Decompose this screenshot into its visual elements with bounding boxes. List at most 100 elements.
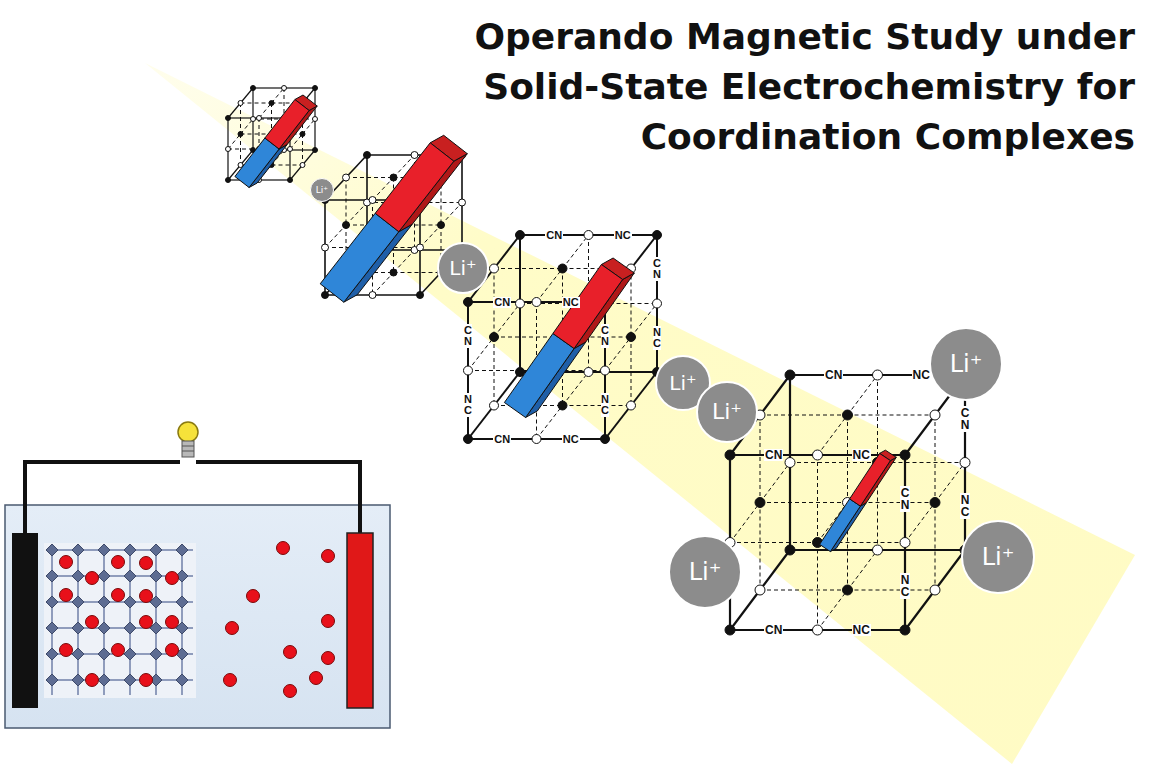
lattice-edge [253,87,284,88]
framework-line [47,549,193,551]
lattice-inner-line [240,103,241,134]
metal-site-filled [653,231,662,240]
lattice-inner-line [847,415,848,503]
lattice-inner-line [818,415,848,455]
magnet-south-face [820,499,861,552]
bridge-label: NC [852,449,871,461]
lattice-edge [905,415,935,455]
metal-site-filled [288,178,293,183]
metal-node [98,622,110,634]
metal-site-filled [464,435,473,444]
metal-site-open [930,585,940,595]
lattice-inner-line [346,178,347,226]
ion-dot [322,652,335,665]
bridge-label: NC [653,326,662,350]
framework-line [129,546,131,695]
lattice-inner-line [394,272,442,273]
framework-line [181,546,183,695]
lattice-edge [760,550,790,590]
lattice-cube [464,231,662,444]
ion-dot [284,646,297,659]
metal-site-filled [343,222,350,229]
lattice-inner-line [935,415,936,503]
metal-site-open [653,299,662,308]
metal-site-open [584,368,593,377]
metal-site-filled [900,450,910,460]
metal-node [72,570,84,582]
lattice-inner-line [494,304,520,338]
metal-site-open [343,174,350,181]
lattice-inner-line [935,503,936,591]
lattice-edge [789,375,791,463]
ion-dot [226,622,239,635]
metal-site-open [417,244,424,251]
ion-label: Li⁺ [449,258,476,278]
lattice-inner-line [817,455,818,543]
wire [25,462,180,535]
metal-node [98,596,110,608]
bridge-label: NC [562,297,580,308]
lattice-inner-line [394,250,415,273]
mof-framework [46,544,193,695]
framework-line [77,546,79,695]
metal-node [98,570,110,582]
lattice-edge [252,88,253,119]
metal-site-filled [417,292,424,299]
metal-site-open [288,147,293,152]
lattice-inner-line [877,375,878,463]
bridge-label: CN [764,624,783,636]
electrolyte-cell [5,505,390,728]
metal-node [124,674,136,686]
lattice-inner-line [240,134,241,165]
metal-node [176,544,188,556]
metal-site-filled [226,116,231,121]
metal-site-filled [226,178,231,183]
lattice-inner-line [373,273,394,296]
ion-dots [60,542,335,698]
metal-site-filled [627,333,636,342]
metal-site-open [490,401,499,410]
ion-dot [60,556,73,569]
ion-dot [322,550,335,563]
bridge-label: CN [653,257,662,281]
ion-dot [86,674,99,687]
metal-site-filled [300,132,305,137]
ion-dot [112,556,125,569]
ion-dot [60,644,73,657]
ion-dot [224,674,237,687]
lattice-inner-line [241,103,272,104]
metal-site-open [601,366,610,375]
metal-site-open [532,435,541,444]
metal-node [124,570,136,582]
metal-site-open [282,86,287,91]
metal-site-open [873,370,883,380]
metal-site-open [627,401,636,410]
metal-node [46,570,58,582]
ion-label: Li⁺ [950,352,983,376]
lattice-inner-line [302,134,303,165]
lattice-edge [227,149,228,180]
cathode [347,533,373,708]
bridge-label: NC [464,393,473,417]
lattice-inner-line [346,177,394,178]
metal-site-filled [785,370,795,380]
ion-dot [86,616,99,629]
lattice-inner-line [346,203,367,226]
wire [196,462,360,535]
bridge-label: CN [900,486,910,512]
metal-site-filled [251,86,256,91]
ion-dot [140,616,153,629]
metal-node [46,674,58,686]
metal-node [150,648,162,660]
metal-site-filled [843,410,853,420]
lattice-inner-line [537,269,563,303]
metal-node [98,674,110,686]
metal-site-filled [390,174,397,181]
metal-site-open [873,545,883,555]
ion-dot [112,644,125,657]
bulb-base [182,441,194,457]
metal-node [98,544,110,556]
bulb-thread [182,446,194,447]
anode [12,533,38,708]
